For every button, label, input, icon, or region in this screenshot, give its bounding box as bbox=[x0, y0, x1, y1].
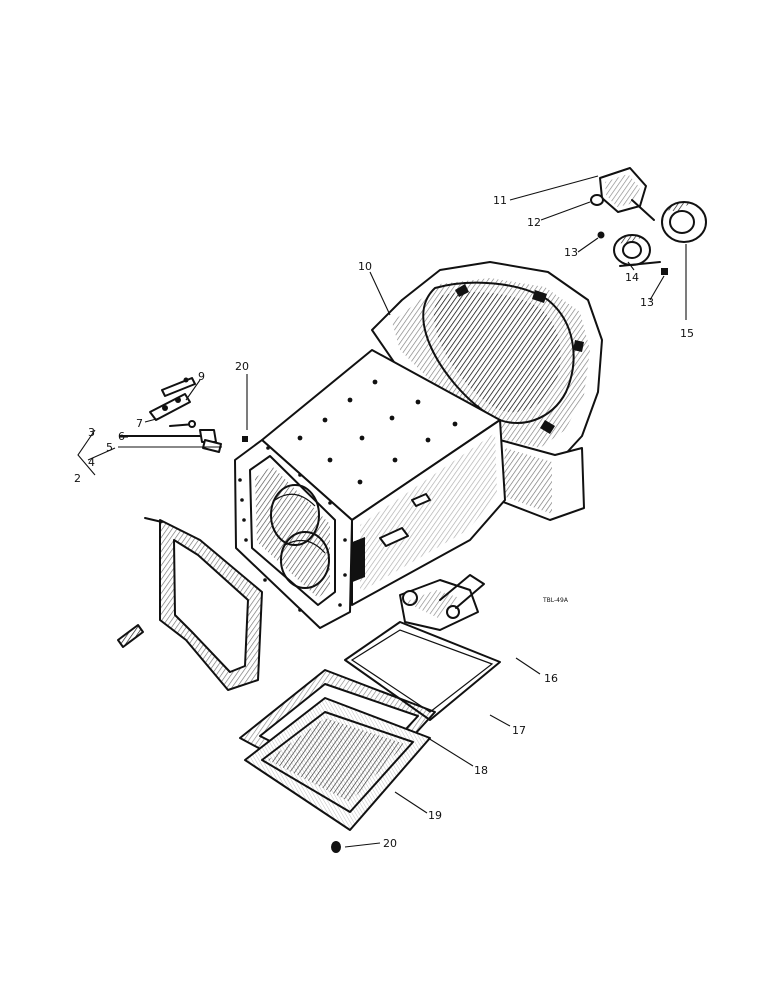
callout-14: 14 bbox=[625, 271, 639, 284]
drain-plug bbox=[331, 841, 341, 853]
callout-5: 5 bbox=[106, 441, 113, 454]
front-flange-bolts bbox=[238, 446, 347, 612]
callout-20-upper: 20 bbox=[235, 360, 249, 373]
callout-9: 9 bbox=[198, 370, 205, 383]
callout-labels: 2 3 4 5 6 7 9 10 11 12 13 14 13 15 16 17… bbox=[74, 194, 694, 850]
lever-and-pins-group bbox=[119, 377, 248, 453]
oil-pan bbox=[244, 697, 431, 831]
callout-12: 12 bbox=[527, 216, 541, 229]
front-gasket bbox=[144, 517, 263, 691]
callout-13-lower: 13 bbox=[640, 296, 654, 309]
callout-6: 6 bbox=[118, 430, 125, 443]
callout-7: 7 bbox=[136, 417, 143, 430]
callout-15: 15 bbox=[680, 327, 694, 340]
callout-3: 3 bbox=[88, 426, 95, 439]
top-face-bolt-holes bbox=[297, 379, 458, 485]
callout-17: 17 bbox=[512, 724, 526, 737]
callout-20-lower: 20 bbox=[383, 837, 397, 850]
callout-4: 4 bbox=[88, 456, 95, 469]
callout-16: 16 bbox=[544, 672, 558, 685]
transmission-housing bbox=[234, 261, 603, 629]
reference-code: TBL-49A bbox=[542, 597, 569, 604]
callout-19: 19 bbox=[428, 809, 442, 822]
leader-lines bbox=[77, 175, 687, 848]
callout-11: 11 bbox=[493, 194, 507, 207]
shift-lever-bracket bbox=[399, 574, 485, 631]
callout-2: 2 bbox=[74, 472, 81, 485]
callout-10: 10 bbox=[358, 260, 372, 273]
dowel-pin bbox=[117, 624, 144, 648]
callout-13-upper: 13 bbox=[564, 246, 578, 259]
cover-plate bbox=[344, 621, 501, 721]
bearing-cap-group bbox=[590, 167, 707, 275]
callout-18: 18 bbox=[474, 764, 488, 777]
